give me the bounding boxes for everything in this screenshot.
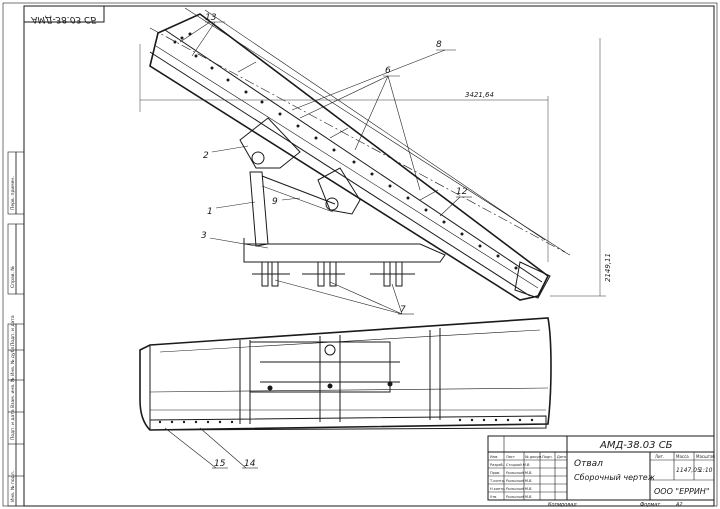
row-header-3: Подп. (542, 455, 553, 459)
front-view: 15 14 (139, 317, 552, 469)
designation-mirrored: АМД-38.03 СБ (30, 14, 96, 24)
role-1: Пров. (490, 471, 500, 475)
side-col-5: Подп. и дата (10, 409, 16, 440)
pivot-pin-upper (251, 151, 265, 165)
callout-8: 7 (400, 305, 406, 315)
mass-header: Масса (676, 454, 689, 459)
row-header-4: Дата (557, 455, 566, 459)
side-col-2: Подп. и дата (10, 315, 16, 346)
callout-12: 12 (456, 187, 468, 197)
callout-15: 15 (214, 459, 226, 469)
signature-4: Рыльский М.В. (506, 487, 533, 491)
title-subtitle: Сборочный чертеж (574, 473, 656, 482)
signature-0: Стоцкий М.В. (506, 463, 530, 467)
callout-6: 6 (385, 66, 391, 76)
format-value: А2 (675, 502, 683, 508)
role-5: Утв. (490, 495, 497, 499)
side-col-4: Взам. инв. № (10, 377, 16, 408)
role-0: Разраб. (490, 463, 504, 467)
signature-1: Рыльский М.В. (506, 471, 533, 475)
side-col-6: Инв. № подл. (10, 471, 16, 502)
title-block: АМД-38.03 СБ Отвал Сборочный чертеж ООО … (487, 435, 716, 508)
lit-header: Лит. (655, 454, 664, 459)
callouts-top: 13 8 6 2 9 12 1 3 7 (179, 13, 472, 315)
format-label: Формат (640, 502, 661, 508)
dim-length-text: 3421,64 (465, 91, 494, 99)
copied-label: Копировал (548, 502, 577, 508)
role-2: Т.контр. (489, 479, 505, 483)
bolt-hole-row (173, 32, 518, 270)
row-header-2: № докум. (525, 455, 542, 459)
side-col-0: Перв. примен. (10, 176, 16, 210)
top-view: 3421,64 2149,11 13 8 6 2 9 12 (139, 7, 612, 315)
scale-header: Масштаб (696, 454, 716, 459)
signature-5: Рыльский М.В. (506, 495, 533, 499)
blade-outline (139, 317, 552, 431)
company-name: ООО "ЕРРИН" (654, 487, 710, 496)
callout-3: 3 (201, 231, 207, 241)
callout-13: 13 (205, 13, 217, 23)
callout-9: 9 (272, 197, 278, 207)
role-4: Н.контр. (490, 487, 506, 491)
row-header-1: Лист (506, 455, 515, 459)
dim-height-text: 2149,11 (604, 253, 612, 282)
dimension-height: 2149,11 (550, 38, 612, 297)
front-pin-center (324, 344, 336, 356)
signature-2: Рыльский М.В. (506, 479, 533, 483)
mirrored-designation-box: АМД-38.03 СБ (23, 5, 105, 24)
strut (249, 171, 269, 247)
cutting-edge (149, 415, 547, 431)
front-bolts (158, 381, 534, 424)
fastener-groups (252, 261, 415, 287)
callout-2: 2 (203, 151, 209, 161)
front-mount-plate (249, 341, 391, 393)
base-plate (243, 243, 446, 263)
side-col-1: Справ. № (10, 266, 16, 288)
blade-beam-outline (149, 13, 550, 301)
mass-value: 1147,05 (676, 467, 701, 474)
bracket-upper (239, 117, 301, 169)
scale-value: 1:10 (699, 467, 713, 474)
callout-1: 1 (207, 207, 213, 217)
callout-7: 8 (436, 40, 442, 50)
title-name: Отвал (574, 459, 603, 469)
side-columns: Перв. примен. Справ. № Подп. и дата Инв.… (7, 151, 25, 507)
callout-14: 14 (244, 459, 256, 469)
dimension-length: 3421,64 (140, 91, 549, 262)
bracket-lower (317, 167, 361, 215)
row-header-0: Изм. (490, 455, 498, 459)
side-col-3: Инв. № дубл. (10, 345, 16, 376)
pivot-pin-lower (325, 197, 339, 211)
title-designation: АМД-38.03 СБ (599, 440, 673, 451)
